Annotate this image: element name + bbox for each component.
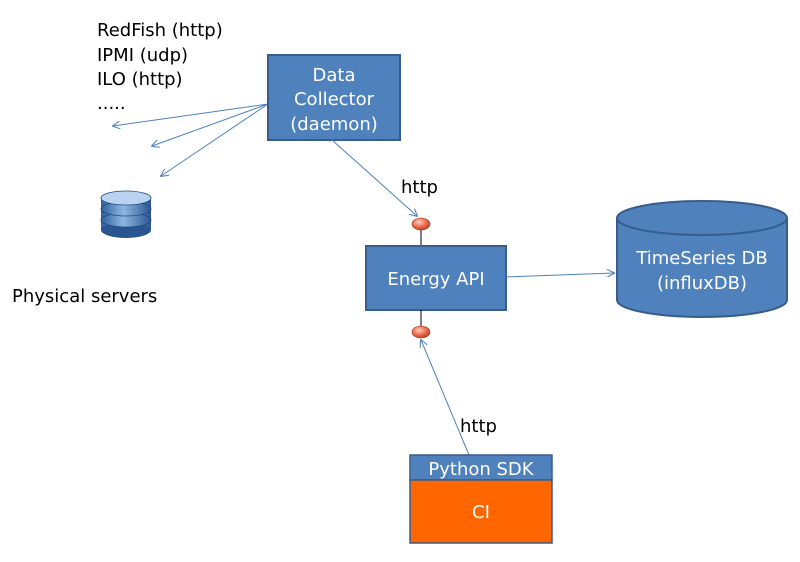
data-collector-line1: Data: [313, 65, 356, 86]
protocol-ipmi: IPMI (udp): [97, 45, 188, 66]
ci-label: CI: [472, 502, 490, 523]
physical-servers-label: Physical servers: [12, 286, 157, 307]
collector-to-servers-arrows: [113, 103, 269, 176]
http-label-collector: http: [401, 177, 438, 198]
arrow-to-server-2: [152, 103, 269, 146]
timeseries-db-cylinder: TimeSeries DB (influxDB): [616, 200, 788, 318]
data-collector-line2: Collector: [294, 89, 375, 110]
arrow-to-server-3: [161, 103, 269, 176]
energy-api-box: Energy API: [365, 245, 507, 311]
bottom-port-icon: [411, 325, 431, 339]
protocol-redfish: RedFish (http): [97, 20, 223, 41]
protocol-ilo: ILO (http): [97, 69, 183, 90]
arrow-sdk-to-api: [421, 340, 470, 456]
top-port-icon: [411, 217, 431, 231]
data-collector-box: Data Collector (daemon): [267, 54, 401, 141]
python-sdk-box: Python SDK CI: [409, 454, 553, 544]
timeseries-db-line2: (influxDB): [657, 273, 747, 294]
protocol-more: .....: [97, 93, 126, 114]
http-label-sdk: http: [460, 416, 497, 437]
data-collector-line3: (daemon): [290, 114, 378, 135]
arrow-collector-to-api: [331, 139, 417, 216]
python-sdk-header: Python SDK: [428, 459, 534, 480]
database-icon: [100, 190, 152, 238]
energy-api-label: Energy API: [387, 269, 484, 290]
timeseries-db-line1: TimeSeries DB: [635, 248, 767, 269]
protocol-list: RedFish (http) IPMI (udp) ILO (http) ...…: [97, 20, 223, 114]
arrow-api-to-db: [505, 273, 614, 278]
arrow-to-server-1: [113, 103, 269, 126]
